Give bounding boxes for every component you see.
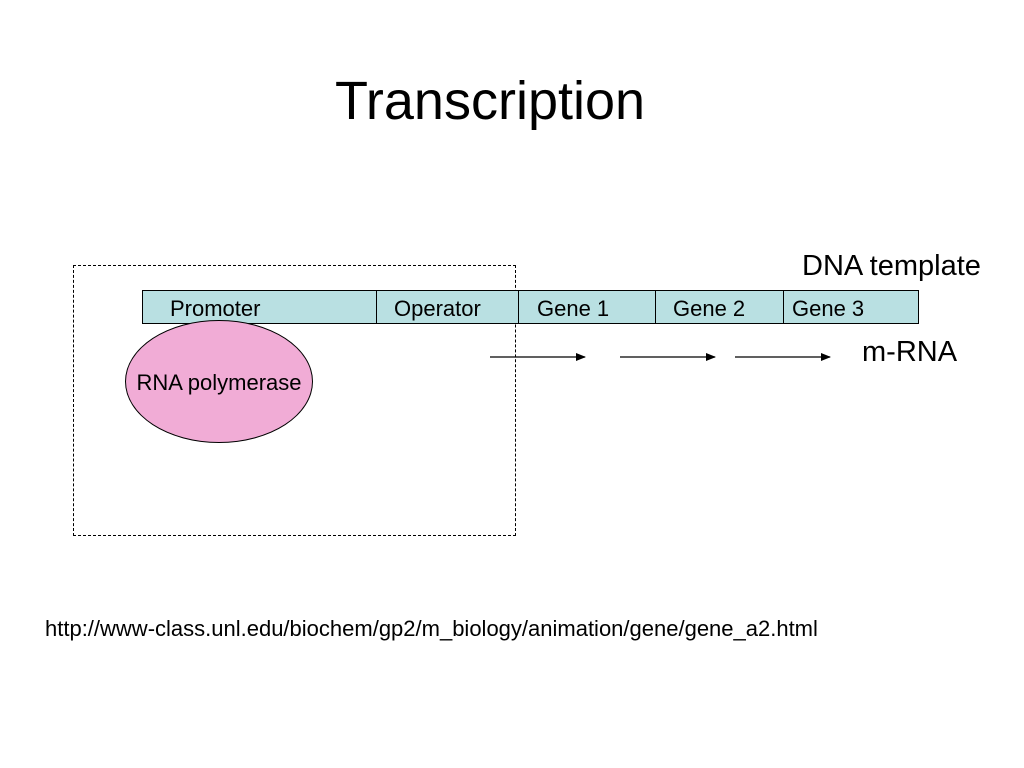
segment-divider [376, 291, 377, 323]
segment-divider [518, 291, 519, 323]
transcription-region-outline [73, 265, 516, 536]
mrna-label: m-RNA [862, 336, 958, 368]
segment-divider [783, 291, 784, 323]
source-url: http://www-class.unl.edu/biochem/gp2/m_b… [45, 616, 818, 641]
segment-divider [655, 291, 656, 323]
slide-title: Transcription [334, 71, 646, 131]
dna-strip: Promoter Operator Gene 1 Gene 2 Gene 3 [142, 290, 919, 324]
segment-operator: Operator [394, 296, 481, 321]
dna-template-label: DNA template [802, 250, 981, 282]
segment-gene-1: Gene 1 [537, 296, 610, 321]
rna-polymerase-ellipse [125, 320, 313, 443]
rna-polymerase-label: RNA polymerase [136, 370, 302, 395]
segment-gene-3: Gene 3 [792, 296, 865, 321]
segment-gene-2: Gene 2 [673, 296, 746, 321]
segment-promoter: Promoter [170, 296, 261, 321]
